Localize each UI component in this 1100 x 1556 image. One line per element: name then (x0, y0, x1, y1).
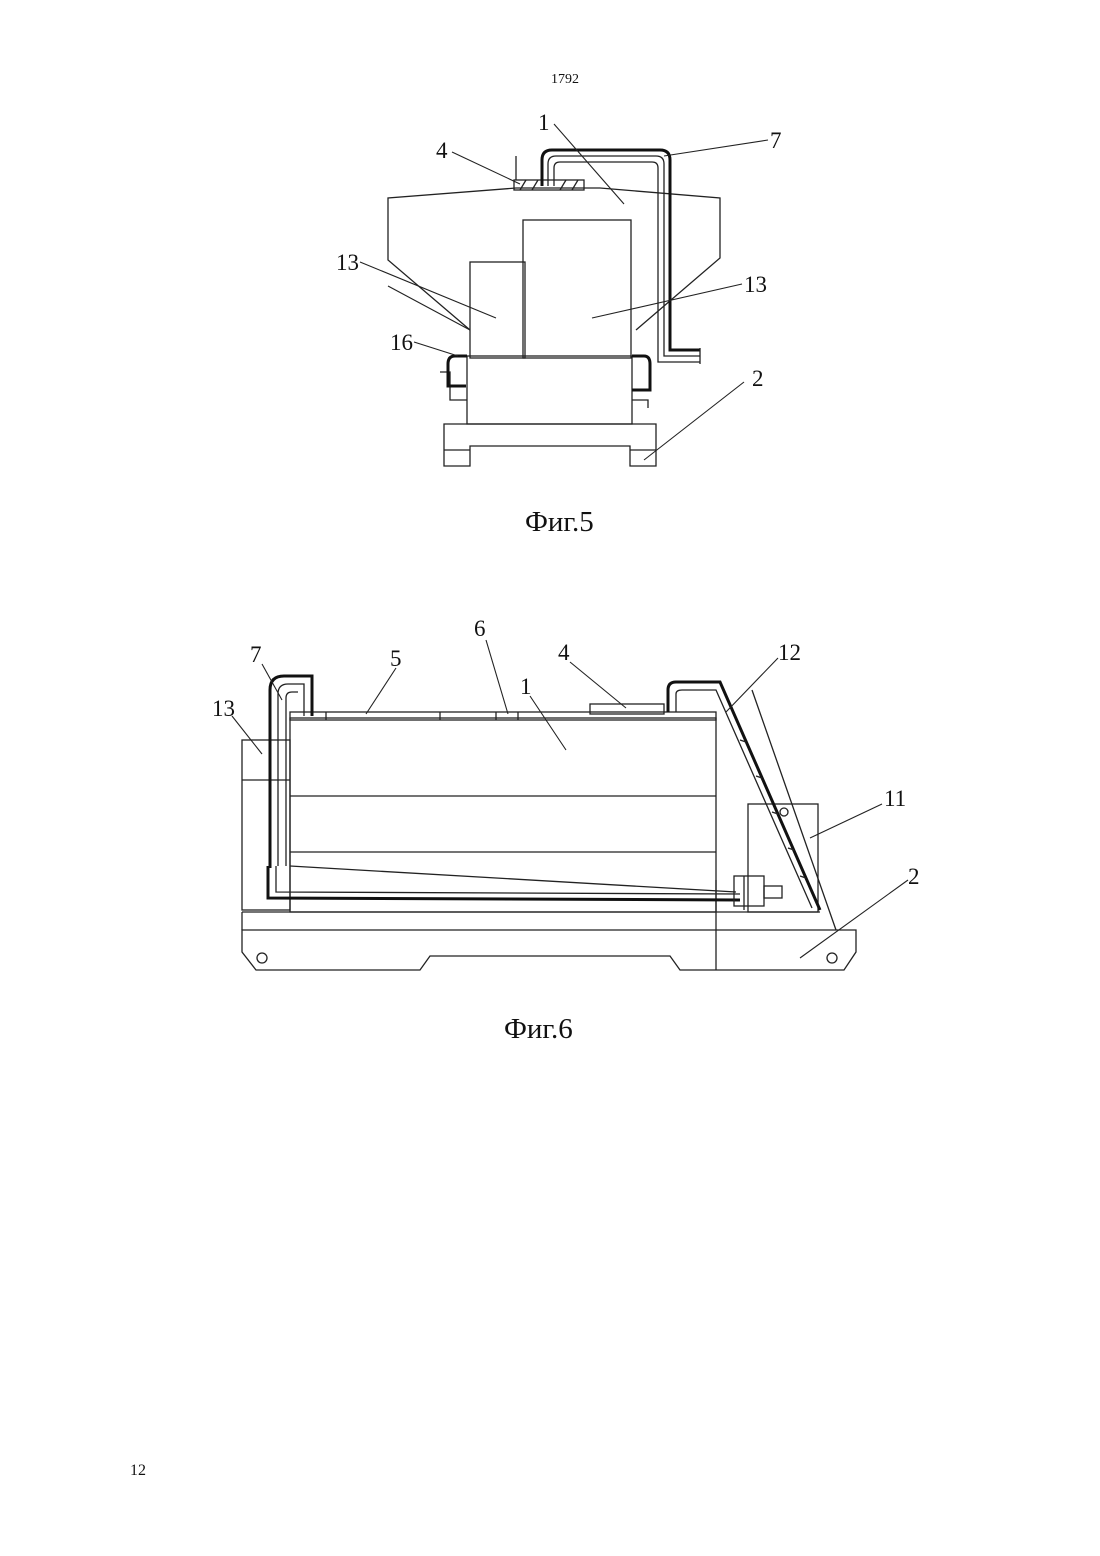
fig5-leader-1 (554, 124, 624, 204)
fig6-tank-1 (290, 718, 716, 912)
fig5-leader-13-left (360, 262, 496, 330)
fig5-pipe-16 (448, 356, 467, 386)
fig6-ladder-12 (668, 682, 836, 930)
fig5-bracket-right (632, 400, 648, 408)
fig6-bottom-pipe (268, 866, 740, 900)
fig5-label-2: 2 (752, 366, 764, 391)
figure-6-caption: Фиг.6 (504, 1013, 573, 1046)
fig6-label-5: 5 (390, 646, 402, 671)
fig6-block-13 (242, 740, 290, 910)
fig5-base-frame (444, 424, 656, 466)
fig6-label-1: 1 (520, 674, 532, 699)
fig6-bolt-left (257, 953, 267, 963)
fig6-top-strip (290, 712, 716, 720)
fig6-leader-11 (810, 804, 882, 838)
fig6-label-4: 4 (558, 640, 570, 665)
figure-5-caption: Фиг.5 (525, 506, 594, 539)
fig6-bolt-right (827, 953, 837, 963)
fig5-leader-2 (644, 382, 744, 460)
fig6-leader-5 (366, 668, 396, 714)
fig6-base-frame (242, 930, 856, 970)
fig6-leader-2 (800, 880, 908, 958)
fig5-block-right (523, 220, 631, 358)
fig6-label-12: 12 (778, 640, 801, 665)
fig5-leader-13-right (592, 284, 742, 318)
fig6-pipe-7 (270, 676, 312, 868)
fig5-lower-body (467, 356, 632, 424)
fig5-label-16: 16 (390, 330, 413, 355)
fig6-leader-13 (232, 716, 262, 754)
fig5-leader-16 (414, 342, 458, 356)
fig5-label-13-left: 13 (336, 250, 359, 275)
fig6-slope-line (290, 866, 736, 892)
fig5-label-1: 1 (538, 110, 550, 135)
fig5-pipe-16-right (632, 356, 650, 390)
fig6-label-7: 7 (250, 642, 262, 667)
fig6-label-11: 11 (884, 786, 906, 811)
fig5-leader-7 (664, 140, 768, 156)
fig5-label-4: 4 (436, 138, 448, 163)
fig6-leader-6 (486, 640, 508, 714)
figure-5-drawing: 1 4 7 13 13 16 2 (336, 110, 782, 466)
fig5-block-left (470, 262, 525, 358)
fig6-leader-4 (570, 662, 626, 708)
fig5-leader-4 (452, 152, 520, 184)
fig6-leader-7 (262, 664, 282, 700)
figure-6-drawing: 7 5 6 4 1 12 13 11 2 (212, 616, 920, 970)
fig5-label-7: 7 (770, 128, 782, 153)
fig6-leader-12 (726, 658, 778, 712)
page-footer-number: 12 (130, 1462, 146, 1480)
fig6-box-11 (748, 804, 818, 912)
fig6-leader-1 (530, 696, 566, 750)
fig6-label-2: 2 (908, 864, 920, 889)
fig6-label-6: 6 (474, 616, 486, 641)
fig5-pipe-7 (542, 150, 700, 364)
fig6-bottom-pipe-inner (276, 866, 740, 894)
fig6-valve-assembly (734, 876, 782, 910)
fig5-label-13-right: 13 (744, 272, 767, 297)
fig6-label-13: 13 (212, 696, 235, 721)
